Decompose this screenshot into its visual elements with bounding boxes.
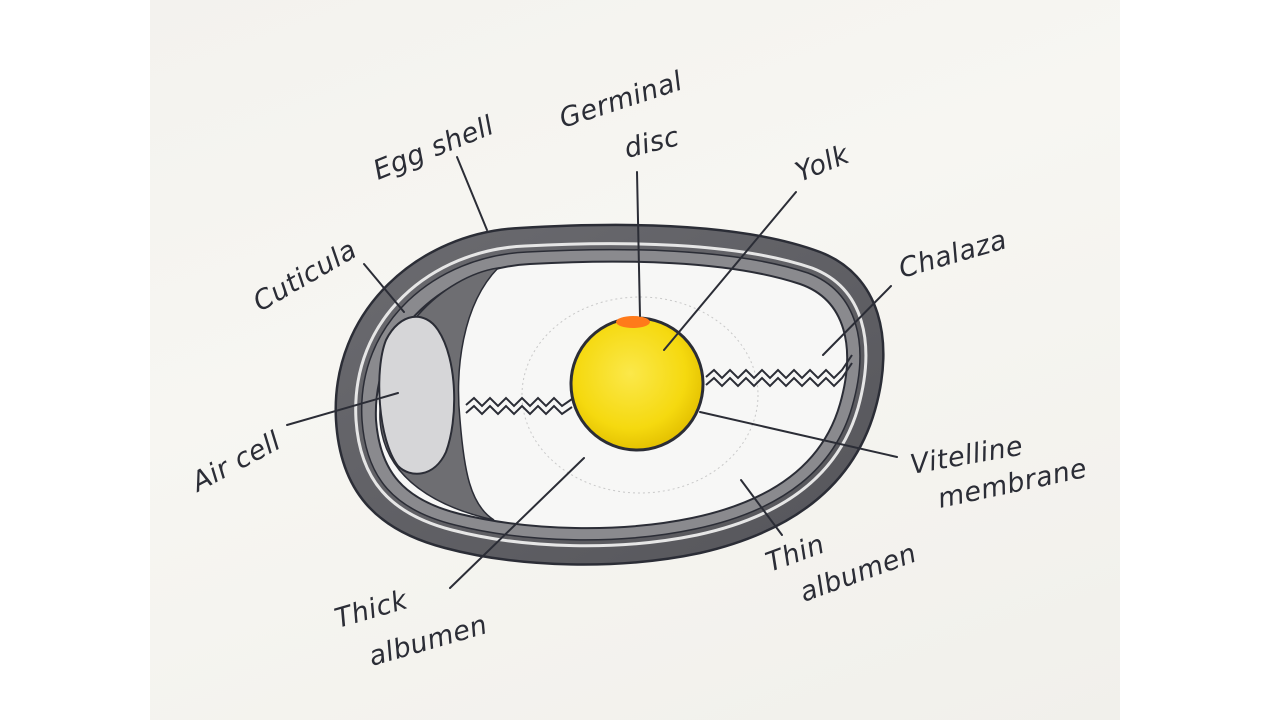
air-cell [378,315,456,475]
label-yolk: Yolk [791,139,855,189]
leader-chalaza [822,285,892,356]
label-cuticula: Cuticula [248,234,362,318]
label-egg-shell: Egg shell [369,110,499,186]
shell-membrane-line [354,242,868,548]
leader-germinal-disc [636,171,641,317]
leader-yolk [663,191,797,351]
leader-vitelline [699,411,898,458]
label-air-cell: Air cell [185,426,286,499]
yolk [569,316,705,452]
chalaza-right [705,354,853,380]
label-germinal-disc-2: disc [621,121,682,165]
thick-albumen-boundary [521,296,759,494]
leader-cuticula [363,263,405,313]
chalaza-right-2 [705,362,853,388]
label-chalaza: Chalaza [895,224,1010,284]
chalaza-left [465,396,573,408]
leader-thick-albumen [449,457,585,589]
germinal-disc [616,316,650,328]
leader-egg-shell [456,156,488,231]
leader-thin-albumen [740,479,783,536]
chalaza-left-2 [465,404,573,416]
label-thick-albumen-1: Thick [331,584,412,634]
leader-air-cell [286,392,399,426]
